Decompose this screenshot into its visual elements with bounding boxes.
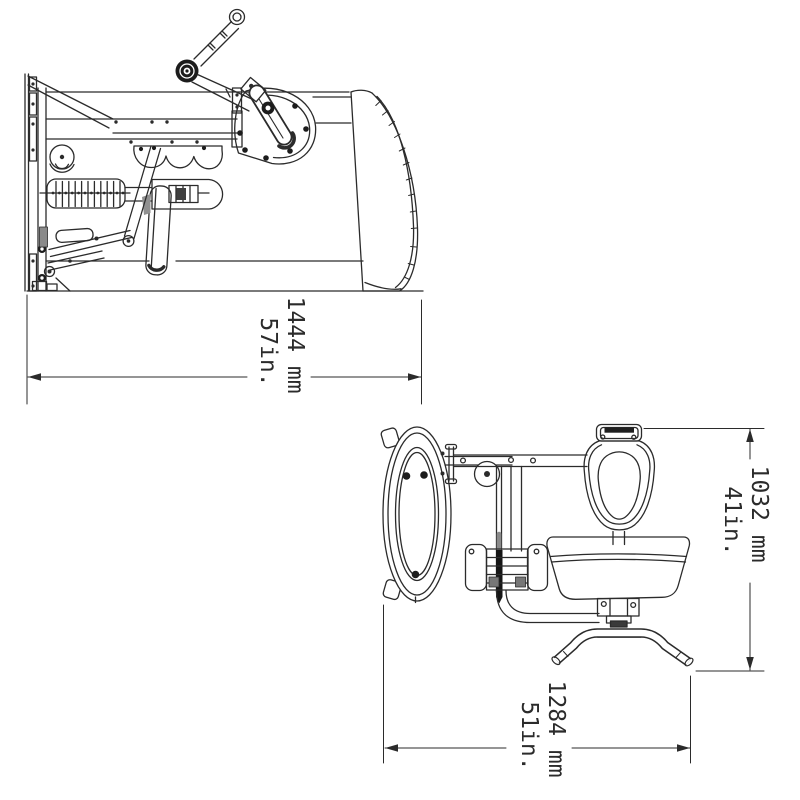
shroud xyxy=(350,89,419,292)
arrow-right xyxy=(408,373,421,381)
tube-bolts xyxy=(459,456,537,464)
extension-lines xyxy=(383,604,691,764)
rear-view-drawing xyxy=(380,423,694,667)
dim-overall-height: 1032 mm 41in. xyxy=(643,428,772,672)
shroud-ribs xyxy=(375,100,418,280)
headrest-pad xyxy=(583,423,656,546)
dim-overall-length: 1444 mm 57in. xyxy=(26,294,422,408)
extension-lines xyxy=(26,294,422,405)
side-frame xyxy=(24,73,424,292)
dim-height-label: 1032 mm 41in. xyxy=(719,466,772,577)
arrow-right xyxy=(677,744,690,752)
handlebar xyxy=(551,628,694,667)
cam-bolts xyxy=(237,103,309,161)
side-view-drawing xyxy=(24,8,424,292)
weight-stack xyxy=(39,178,131,209)
seat-post xyxy=(142,185,172,276)
arrow-top xyxy=(746,429,754,442)
guide-rods-carriage xyxy=(452,454,600,624)
base-supports xyxy=(31,145,162,292)
side-shield-oval xyxy=(380,426,452,604)
arrow-left xyxy=(385,744,398,752)
elbow-tube xyxy=(505,589,600,615)
dim-length-label: 1444 mm 57in. xyxy=(255,297,308,408)
chain-guard xyxy=(133,145,223,170)
dimension-annotations: 1444 mm 57in. 1032 mm 41in. xyxy=(26,294,772,792)
seat-pad xyxy=(546,536,691,628)
arrow-bottom xyxy=(746,657,754,670)
handle-lever xyxy=(175,8,255,112)
pulley xyxy=(49,144,75,173)
extension-lines xyxy=(643,428,765,672)
frame-bolts xyxy=(31,82,35,288)
dim-overall-width: 1284 mm 51in. xyxy=(383,604,691,792)
arrow-left xyxy=(28,373,41,381)
front-pulley-bracket xyxy=(440,443,513,488)
dim-width-label: 1284 mm 51in. xyxy=(516,681,569,792)
cam-assembly xyxy=(234,76,317,165)
